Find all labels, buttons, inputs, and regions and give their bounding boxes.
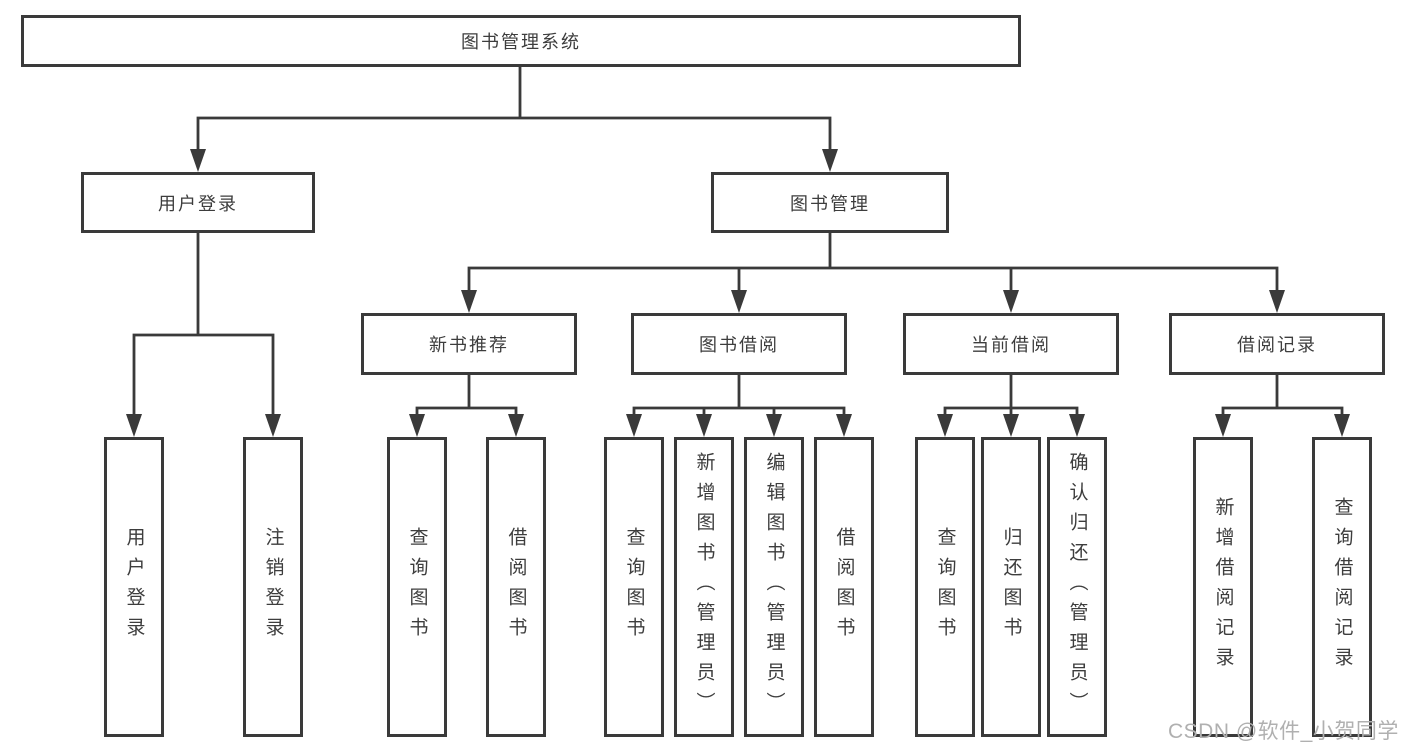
node-return-books: 归还图书 (981, 437, 1041, 737)
node-current-borrow: 当前借阅 (903, 313, 1119, 375)
node-root: 图书管理系统 (21, 15, 1021, 67)
node-query-books-current: 查询图书 (915, 437, 975, 737)
connector-book-management-children (461, 231, 1285, 313)
node-query-borrow-record: 查询借阅记录 (1312, 437, 1372, 737)
connector-root-to-level2 (190, 65, 838, 172)
node-user-login: 用户登录 (104, 437, 164, 737)
connector-book-borrow-children (626, 373, 852, 437)
node-query-books-borrow: 查询图书 (604, 437, 664, 737)
watermark: CSDN @软件_小贺同学 (1168, 720, 1399, 743)
node-add-books-admin: 新增图书（管理员） (674, 437, 734, 737)
connector-new-book-children (409, 373, 524, 437)
node-logout: 注销登录 (243, 437, 303, 737)
node-book-management: 图书管理 (711, 172, 949, 233)
node-book-borrow: 图书借阅 (631, 313, 847, 375)
node-new-book-recommend: 新书推荐 (361, 313, 577, 375)
node-query-books-recommend: 查询图书 (387, 437, 447, 737)
node-user-login-branch: 用户登录 (81, 172, 315, 233)
node-borrow-records: 借阅记录 (1169, 313, 1385, 375)
node-confirm-return-admin: 确认归还（管理员） (1047, 437, 1107, 737)
node-add-borrow-record: 新增借阅记录 (1193, 437, 1253, 737)
connector-current-borrow-children (937, 373, 1085, 437)
node-edit-books-admin: 编辑图书（管理员） (744, 437, 804, 737)
connector-borrow-records-children (1215, 373, 1350, 437)
connector-user-login-children (126, 231, 281, 437)
node-borrow-books-recommend: 借阅图书 (486, 437, 546, 737)
node-borrow-books: 借阅图书 (814, 437, 874, 737)
